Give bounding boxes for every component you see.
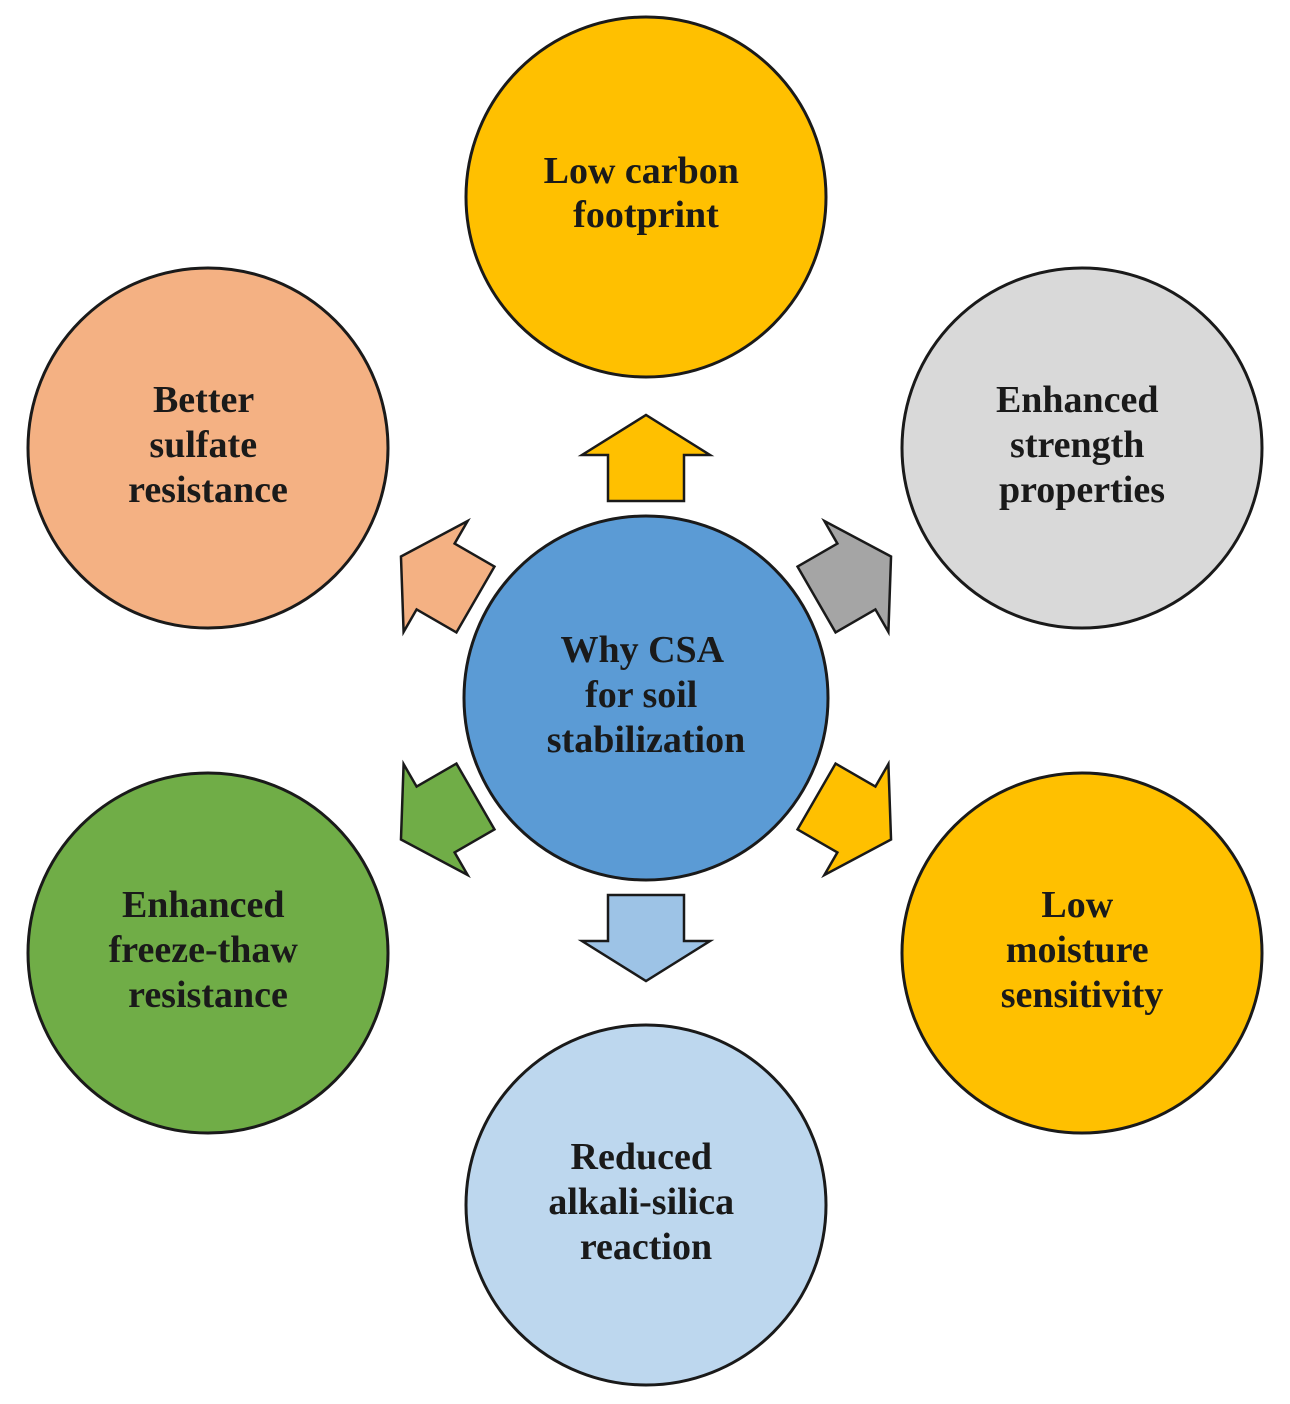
node-label-line: Low bbox=[1041, 884, 1113, 926]
node-label-line: freeze-thaw bbox=[109, 929, 299, 971]
arrow-to-low-moisture-sensitivity bbox=[795, 759, 893, 879]
center-label-line: for soil bbox=[585, 674, 697, 716]
node-circle-reduced-alkali-silica-reaction bbox=[464, 1023, 828, 1387]
node-label-line: Low carbon bbox=[544, 150, 739, 192]
arrow-to-low-carbon-footprint bbox=[577, 413, 715, 503]
node-label-line: resistance bbox=[128, 469, 288, 511]
node-label-reduced-alkali-silica-reaction: Reduced alkali-silica reaction bbox=[548, 1136, 743, 1268]
node-low-carbon-footprint: Low carbon footprint bbox=[464, 15, 828, 379]
node-reduced-alkali-silica-reaction: Reduced alkali-silica reaction bbox=[464, 1023, 828, 1387]
node-label-line: Enhanced bbox=[122, 884, 285, 926]
arrow-to-reduced-alkali-silica-reaction bbox=[577, 893, 715, 983]
node-circle-enhanced-freeze-thaw-resistance bbox=[26, 771, 390, 1135]
node-label-line: Better bbox=[153, 379, 254, 421]
node-label-line: properties bbox=[999, 469, 1165, 511]
arrow-to-better-sulfate-resistance bbox=[399, 517, 497, 637]
node-label-line: alkali-silica bbox=[548, 1181, 734, 1223]
center-circle bbox=[462, 514, 830, 882]
node-label-line: sulfate bbox=[149, 424, 257, 466]
node-circle-better-sulfate-resistance bbox=[26, 266, 390, 630]
node-label-line: Enhanced bbox=[996, 379, 1159, 421]
node-label-enhanced-strength-properties: Enhanced strength properties bbox=[996, 379, 1168, 511]
center-label: Why CSA for soil stabilization bbox=[547, 629, 745, 761]
node-label-line: reaction bbox=[580, 1226, 712, 1268]
center-label-line: Why CSA bbox=[560, 629, 724, 671]
node-label-low-moisture-sensitivity: Low moisture sensitivity bbox=[1001, 884, 1164, 1016]
node-label-better-sulfate-resistance: Better sulfate resistance bbox=[128, 379, 288, 511]
node-low-moisture-sensitivity: Low moisture sensitivity bbox=[900, 771, 1264, 1135]
arrow-to-enhanced-strength-properties bbox=[795, 517, 893, 637]
node-label-low-carbon-footprint: Low carbon footprint bbox=[544, 150, 749, 236]
node-label-line: sensitivity bbox=[1001, 974, 1164, 1016]
node-label-line: Reduced bbox=[571, 1136, 712, 1178]
node-label-line: resistance bbox=[128, 974, 288, 1016]
node-circle-enhanced-strength-properties bbox=[900, 266, 1264, 630]
node-circle-low-moisture-sensitivity bbox=[900, 771, 1264, 1135]
node-label-line: moisture bbox=[1006, 929, 1149, 971]
node-label-line: strength bbox=[1010, 424, 1144, 466]
arrow-to-enhanced-freeze-thaw-resistance bbox=[399, 759, 497, 879]
node-enhanced-strength-properties: Enhanced strength properties bbox=[900, 266, 1264, 630]
center-node: Why CSA for soil stabilization bbox=[462, 514, 830, 882]
node-better-sulfate-resistance: Better sulfate resistance bbox=[26, 266, 390, 630]
arrows bbox=[399, 413, 893, 983]
node-circle-low-carbon-footprint bbox=[464, 15, 828, 379]
node-enhanced-freeze-thaw-resistance: Enhanced freeze-thaw resistance bbox=[26, 771, 390, 1135]
center-label-line: stabilization bbox=[547, 719, 745, 761]
node-label-line: footprint bbox=[573, 194, 719, 236]
node-label-enhanced-freeze-thaw-resistance: Enhanced freeze-thaw resistance bbox=[109, 884, 308, 1016]
